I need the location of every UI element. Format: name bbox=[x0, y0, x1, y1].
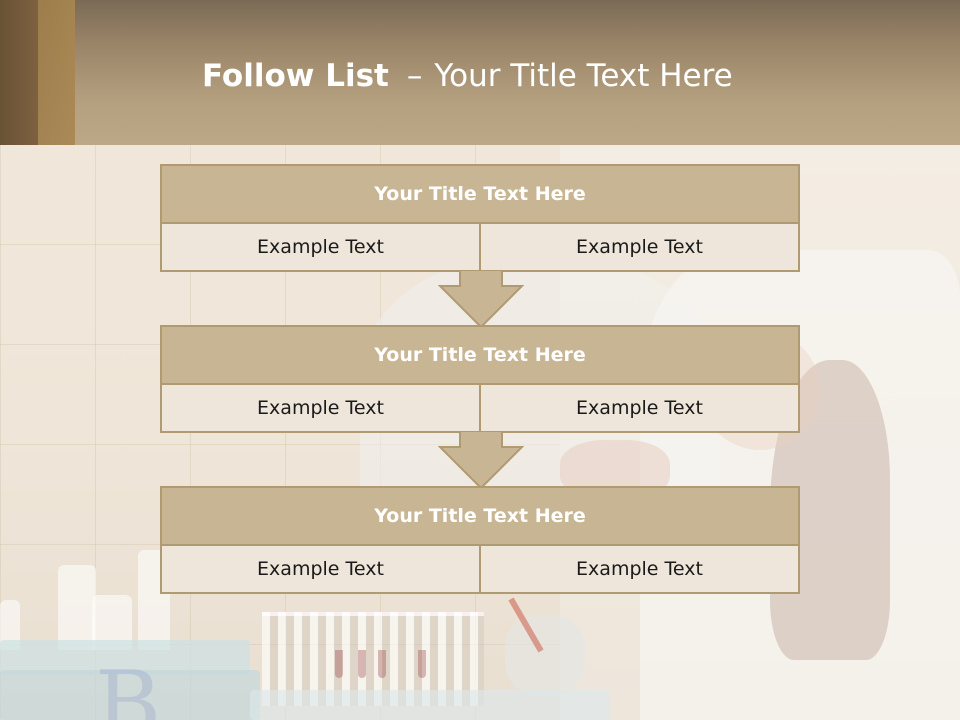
step-row: Example Text Example Text bbox=[162, 224, 798, 270]
step-cell-right: Example Text bbox=[479, 546, 798, 592]
step-title: Your Title Text Here bbox=[162, 488, 798, 546]
folded-towel bbox=[250, 690, 610, 720]
step-box-1: Your Title Text Here Example Text Exampl… bbox=[160, 164, 800, 272]
step-box-2: Your Title Text Here Example Text Exampl… bbox=[160, 325, 800, 433]
background-letter-mark: B bbox=[95, 652, 162, 720]
step-row: Example Text Example Text bbox=[162, 385, 798, 431]
lab-bottle bbox=[0, 600, 20, 650]
step-cell-left: Example Text bbox=[162, 385, 479, 431]
folded-towel bbox=[0, 670, 260, 720]
gloved-hand bbox=[505, 615, 585, 695]
slide-header: Follow List–Your Title Text Here bbox=[0, 0, 960, 145]
title-bold-part: Follow List bbox=[202, 58, 389, 94]
test-tube bbox=[378, 650, 386, 678]
down-arrow-icon bbox=[438, 270, 524, 328]
header-accent-bar bbox=[0, 0, 75, 145]
test-tube bbox=[335, 650, 343, 678]
step-cell-right: Example Text bbox=[479, 224, 798, 270]
title-dash: – bbox=[406, 58, 423, 94]
step-cell-right: Example Text bbox=[479, 385, 798, 431]
slide-title: Follow List–Your Title Text Here bbox=[202, 56, 733, 96]
test-tube bbox=[418, 650, 426, 678]
folded-towel bbox=[0, 640, 250, 675]
step-row: Example Text Example Text bbox=[162, 546, 798, 592]
step-box-3: Your Title Text Here Example Text Exampl… bbox=[160, 486, 800, 594]
down-arrow-icon bbox=[438, 431, 524, 489]
step-cell-left: Example Text bbox=[162, 546, 479, 592]
test-tube bbox=[358, 650, 366, 678]
title-rest-part: Your Title Text Here bbox=[434, 58, 733, 94]
step-title: Your Title Text Here bbox=[162, 327, 798, 385]
lab-bottle bbox=[58, 565, 96, 650]
step-title: Your Title Text Here bbox=[162, 166, 798, 224]
step-cell-left: Example Text bbox=[162, 224, 479, 270]
